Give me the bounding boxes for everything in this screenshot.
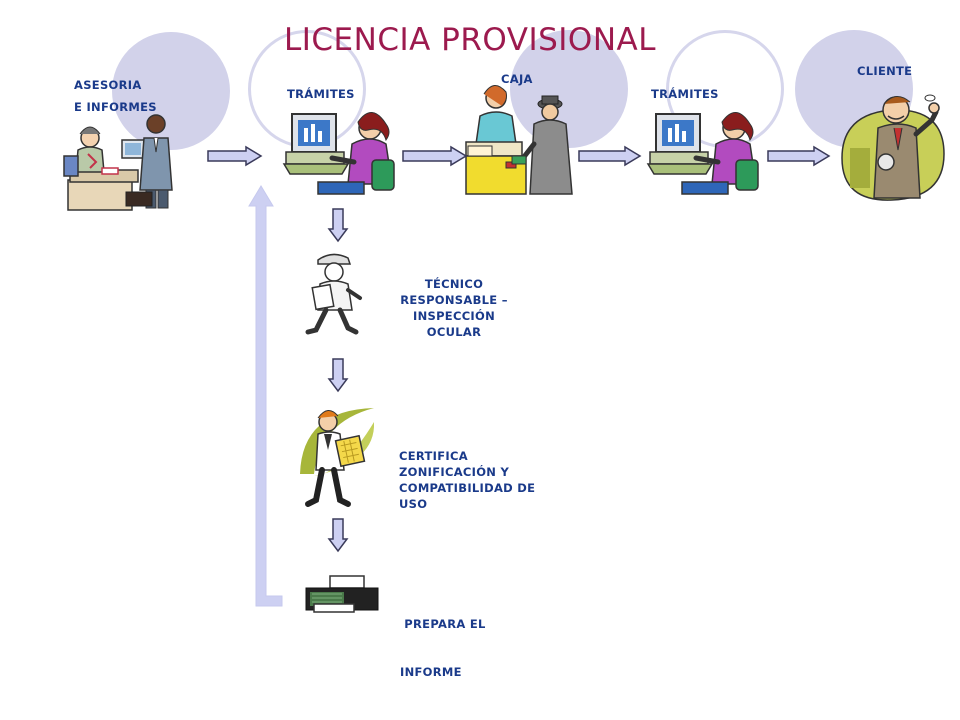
arrow-down-3 xyxy=(327,518,349,553)
certifica-label: CERTIFICA ZONIFICACIÓN Y COMPATIBILIDAD … xyxy=(399,448,535,512)
caja-clipart xyxy=(465,85,573,195)
certifica-label-line3: COMPATIBILIDAD DE xyxy=(399,481,536,495)
tramites-clipart-1 xyxy=(282,112,395,195)
page-title: LICENCIA PROVISIONAL xyxy=(283,22,656,58)
tramites-label-1: TRÁMITES xyxy=(287,87,355,101)
certifica-label-line1: CERTIFICA xyxy=(399,449,468,463)
asesoria-label-line2: E INFORMES xyxy=(74,100,157,114)
arrow-caja-to-tramites xyxy=(578,145,642,167)
return-arrow xyxy=(248,185,283,607)
cliente-clipart xyxy=(841,94,945,201)
caja-label: CAJA xyxy=(501,72,533,86)
certifica-clipart xyxy=(300,408,375,507)
tecnico-label-line2: RESPONSABLE – xyxy=(400,293,508,307)
tramites-clipart-2 xyxy=(646,112,759,195)
tecnico-label-line1: TÉCNICO xyxy=(424,277,484,291)
arrow-tramites-to-caja xyxy=(402,145,468,167)
tecnico-label-line4: OCULAR xyxy=(426,325,482,339)
bg-circle-3 xyxy=(510,30,628,148)
asesoria-label: ASESORIA E INFORMES xyxy=(74,77,157,115)
prepara-label-line2: INFORME xyxy=(400,665,462,679)
tramites-label-2: TRÁMITES xyxy=(651,87,719,101)
arrow-down-1 xyxy=(327,208,349,243)
asesoria-label-line1: ASESORIA xyxy=(74,78,142,92)
cliente-label: CLIENTE xyxy=(857,64,913,78)
tecnico-label: TÉCNICO RESPONSABLE – INSPECCIÓN OCULAR xyxy=(392,276,516,340)
prepara-clipart xyxy=(305,575,379,613)
tecnico-clipart xyxy=(305,253,362,335)
asesoria-clipart xyxy=(63,114,173,211)
prepara-label: PREPARA EL INFORME xyxy=(400,584,486,696)
bg-circle-1 xyxy=(112,32,230,150)
arrow-tramites-to-cliente xyxy=(767,145,831,167)
tecnico-label-line3: INSPECCIÓN xyxy=(412,309,496,323)
certifica-label-line4: USO xyxy=(399,497,428,511)
arrow-asesoria-to-tramites xyxy=(207,145,263,167)
prepara-label-line1: PREPARA EL xyxy=(400,617,486,631)
arrow-down-2 xyxy=(327,358,349,393)
certifica-label-line2: ZONIFICACIÓN Y xyxy=(399,465,510,479)
